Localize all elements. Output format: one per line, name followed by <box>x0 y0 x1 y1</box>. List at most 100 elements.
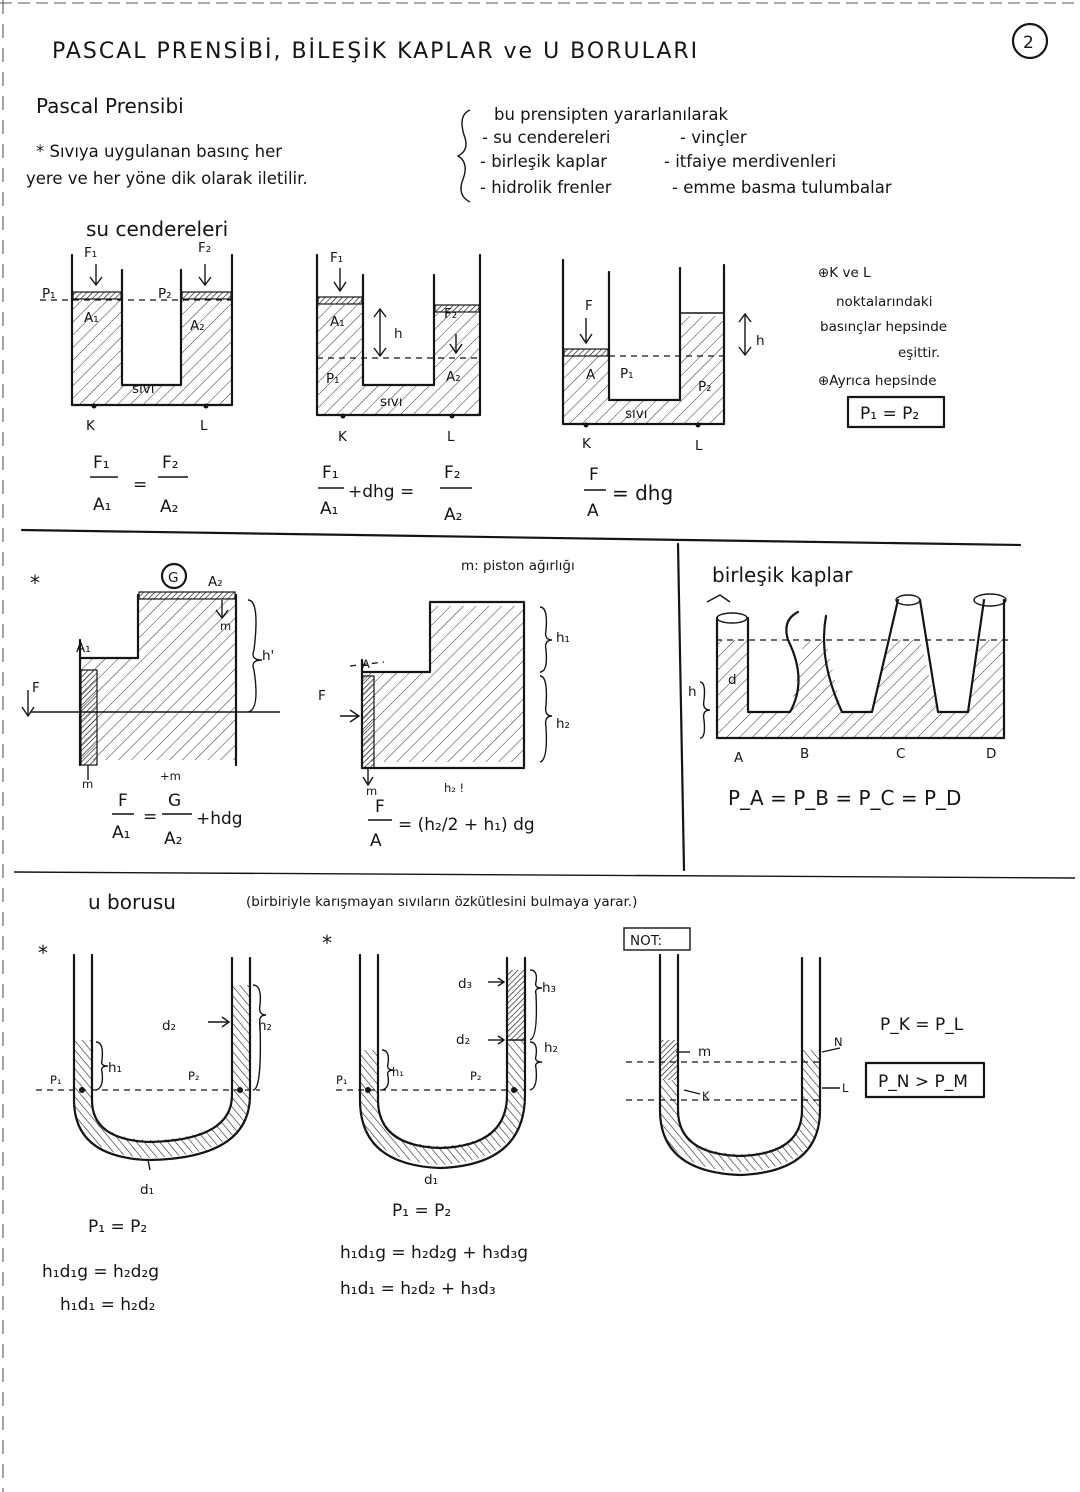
app-hidrolik-frenler: - hidrolik frenler <box>480 178 612 197</box>
divider-2 <box>13 871 1076 879</box>
cendere-eq2-rhs-num: F₂ <box>444 463 461 483</box>
app-emme-basma-tulumbalar: - emme basma tulumbalar <box>672 178 892 197</box>
cendere-d1-label-A2: A₂ <box>190 318 205 334</box>
cendere-eq3-lhs-num: F <box>589 465 599 485</box>
cendere-eq1-rhs-den: A₂ <box>160 497 178 517</box>
cendere-d1-label-A1: A₁ <box>84 310 99 326</box>
weights-eq1-lhs-den: A₁ <box>112 823 130 843</box>
cendere-d2-label-h: h <box>394 326 403 342</box>
birlesik-label-A: A <box>734 750 744 766</box>
cendere-note-box <box>846 395 946 429</box>
app-vincler: - vinçler <box>680 128 747 147</box>
cendere-eq2-lhs-num: F₁ <box>322 463 339 483</box>
weights-star: * <box>30 571 40 595</box>
cendere-eq1-lhs-den: A₁ <box>93 495 111 515</box>
u2-label-P1: P₁ <box>336 1073 348 1087</box>
weights-d2-label-m: m <box>366 784 377 798</box>
weights-d2-label-h1: h₁ <box>556 630 570 646</box>
cendere-d1-label-L: L <box>200 418 208 434</box>
cendere-d2-label-L: L <box>447 429 455 445</box>
apps-brace <box>456 109 471 203</box>
u1-label-P2: P₂ <box>188 1069 200 1083</box>
u2-eq-c: h₁d₁ = h₂d₂ + h₃d₃ <box>340 1279 496 1299</box>
app-birlesik-kaplar: - birleşik kaplar <box>480 152 607 171</box>
cendere-d1-label-F1: F₁ <box>84 245 97 261</box>
u2-label-d3: d₃ <box>458 976 472 992</box>
cendere-eq2-rhs-den: A₂ <box>444 505 462 525</box>
cendere-d3-label-P2: P₂ <box>698 379 712 395</box>
weights-eq1-num: G <box>168 791 181 811</box>
u1-eq-a: P₁ = P₂ <box>88 1217 147 1237</box>
weights-eq2-small: h₂ ! <box>444 781 464 795</box>
app-su-cendereleri: - su cendereleri <box>482 128 610 147</box>
u-tube-3 <box>626 953 841 1177</box>
cendere-d2-label-F1: F₁ <box>330 250 343 266</box>
weights-eq1-lhs-num: F <box>118 791 128 811</box>
u3-eq-a: P_K = P_L <box>880 1015 964 1035</box>
cendere-eq3-rhs: = dhg <box>612 481 673 505</box>
cendere-d2-label-sivi: sıvı <box>380 394 403 410</box>
weights-d2-label-A: A <box>362 657 370 671</box>
cendere-eq2-mid: +dhg = <box>348 482 414 502</box>
birlesik-label-D: D <box>986 746 996 762</box>
u1-label-d1: d₁ <box>140 1182 154 1198</box>
cendere-d2-label-P1: P₁ <box>326 371 340 387</box>
u1-label-d2: d₂ <box>162 1018 176 1034</box>
cendere-d2-label-A2: A₂ <box>446 369 461 385</box>
u2-label-h1: h₁ <box>392 1065 404 1079</box>
weights-eq2-lhs-num: F <box>375 797 385 817</box>
u3-eq-box <box>864 1061 986 1099</box>
divider-1 <box>20 528 1022 547</box>
weights-diagram-1 <box>21 562 280 780</box>
cendere-heading: su cendereleri <box>86 217 228 241</box>
u3-label-K: K <box>702 1089 710 1103</box>
u-tube-1 <box>36 953 267 1171</box>
pascal-subtitle: Pascal Prensibi <box>36 94 184 118</box>
cendere-note-box-text: P₁ = P₂ <box>860 404 919 424</box>
cendere-d3-label-sivi: sıvı <box>625 406 648 422</box>
weights-d2-label-F: F <box>318 688 326 704</box>
cendere-d1-label-sivi: sıvı <box>132 381 155 397</box>
cendere-d2-label-K: K <box>338 429 348 445</box>
cendere-d3-label-L: L <box>695 438 703 454</box>
pascal-statement-line1: * Sıvıya uygulanan basınç her <box>36 142 282 161</box>
u2-label-h3: h₃ <box>542 980 556 996</box>
u2-eq-a: P₁ = P₂ <box>392 1201 451 1221</box>
birlesik-heading: birleşik kaplar <box>712 563 853 587</box>
u3-note-box <box>623 927 691 951</box>
cendere-d1-label-P2: P₂ <box>158 286 172 302</box>
cendere-note-line3: basınçlar hepsinde <box>820 319 947 335</box>
u1-label-P1: P₁ <box>50 1073 62 1087</box>
weights-d1-label-h: h' <box>262 648 274 664</box>
weights-d1-label-A2: A₂ <box>208 574 223 590</box>
weights-eq2-lhs-den: A <box>370 831 382 851</box>
apps-intro: bu prensipten yararlanılarak <box>494 105 729 124</box>
weights-d1-label-plus-m: +m <box>160 769 181 783</box>
u1-label-h1: h₁ <box>108 1060 122 1076</box>
weights-eq2-rhs: = (h₂/2 + h₁) dg <box>398 815 535 835</box>
u3-note: NOT: <box>630 933 662 949</box>
cendere-note-line1: ⊕K ve L <box>818 265 871 281</box>
cendere-d3-label-K: K <box>582 436 592 452</box>
weights-d1-label-m-bottom: m <box>82 777 93 791</box>
birlesik-label-B: B <box>800 746 809 762</box>
u3-label-N: N <box>834 1035 843 1049</box>
cendere-d3-label-F: F <box>585 298 593 314</box>
weights-eq1-mid: = <box>143 807 157 827</box>
cendere-d2-label-F2: F₂ <box>444 306 457 322</box>
cendere-eq1-lhs-num: F₁ <box>93 453 110 473</box>
cendere-d1-label-F2: F₂ <box>198 240 211 256</box>
u3-label-m: m <box>698 1044 711 1060</box>
weights-d2-label-h2: h₂ <box>556 716 570 732</box>
u3-eq-box-text: P_N > P_M <box>878 1072 968 1092</box>
weights-piston-note: m: piston ağırlığı <box>461 558 575 574</box>
cendere-d2-label-A1: A₁ <box>330 314 345 330</box>
u2-eq-b: h₁d₁g = h₂d₂g + h₃d₃g <box>340 1243 528 1263</box>
u1-eq-b: h₁d₁g = h₂d₂g <box>42 1262 159 1282</box>
page-number-circle <box>1011 22 1049 60</box>
pascal-statement-line2: yere ve her yöne dik olarak iletilir. <box>26 169 308 188</box>
u2-label-d1: d₁ <box>424 1172 438 1188</box>
u-tube-2 <box>336 953 543 1170</box>
cendere-d1-label-K: K <box>86 418 96 434</box>
